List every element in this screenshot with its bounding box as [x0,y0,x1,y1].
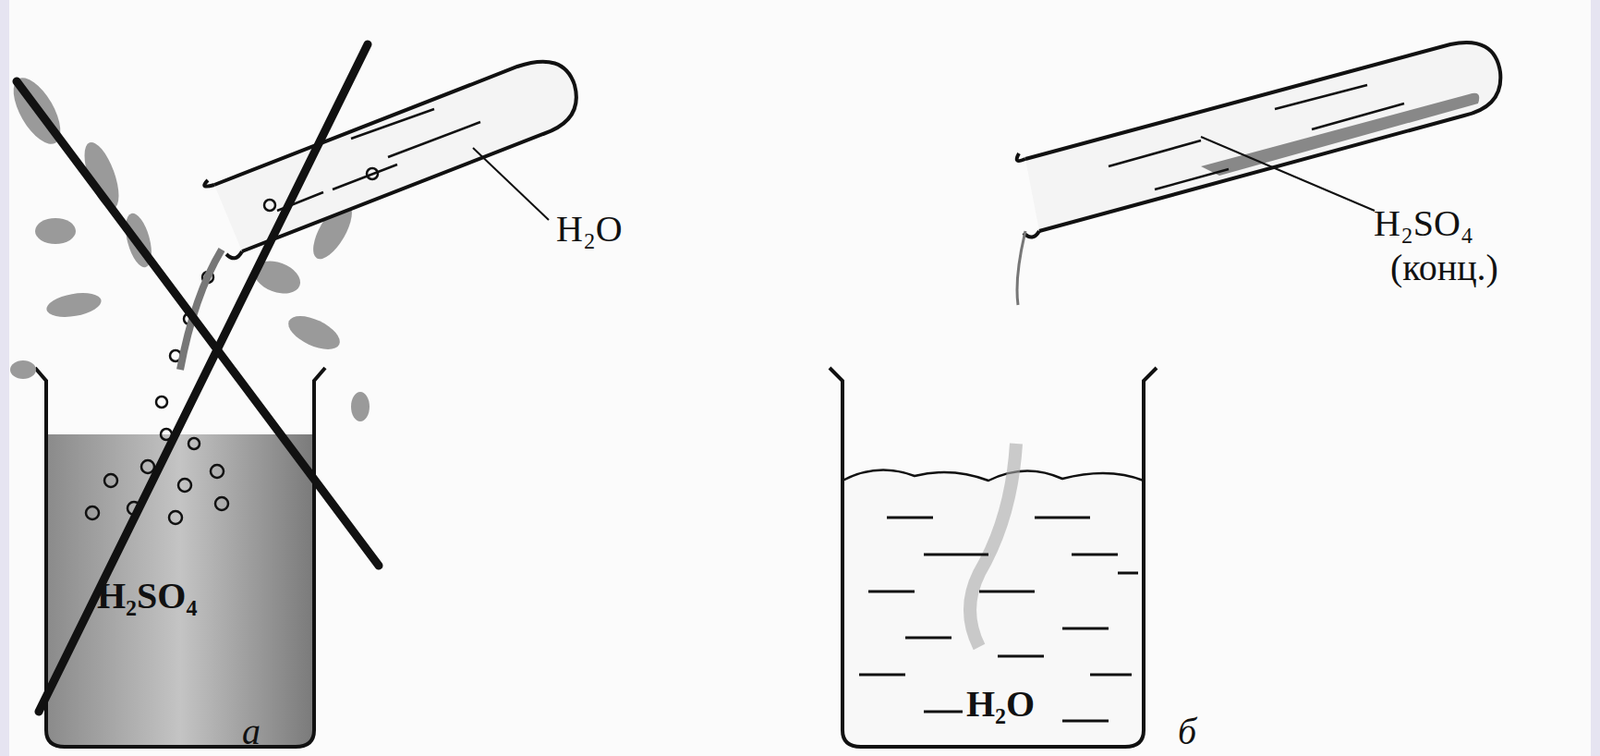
reagent-label: H₂O [962,685,1039,723]
figure-letter: а [242,713,261,751]
figure-letter: б [1177,713,1197,751]
right-test-tube [1017,42,1502,305]
reagent-label: H₂SO₄ [96,577,197,615]
cross-out [16,44,379,712]
right-beaker [829,367,1157,747]
reagent-label: H₂O [556,210,623,248]
note-label: (конц.) [1390,249,1499,287]
reagent-label: H₂SO₄ [1373,205,1474,243]
